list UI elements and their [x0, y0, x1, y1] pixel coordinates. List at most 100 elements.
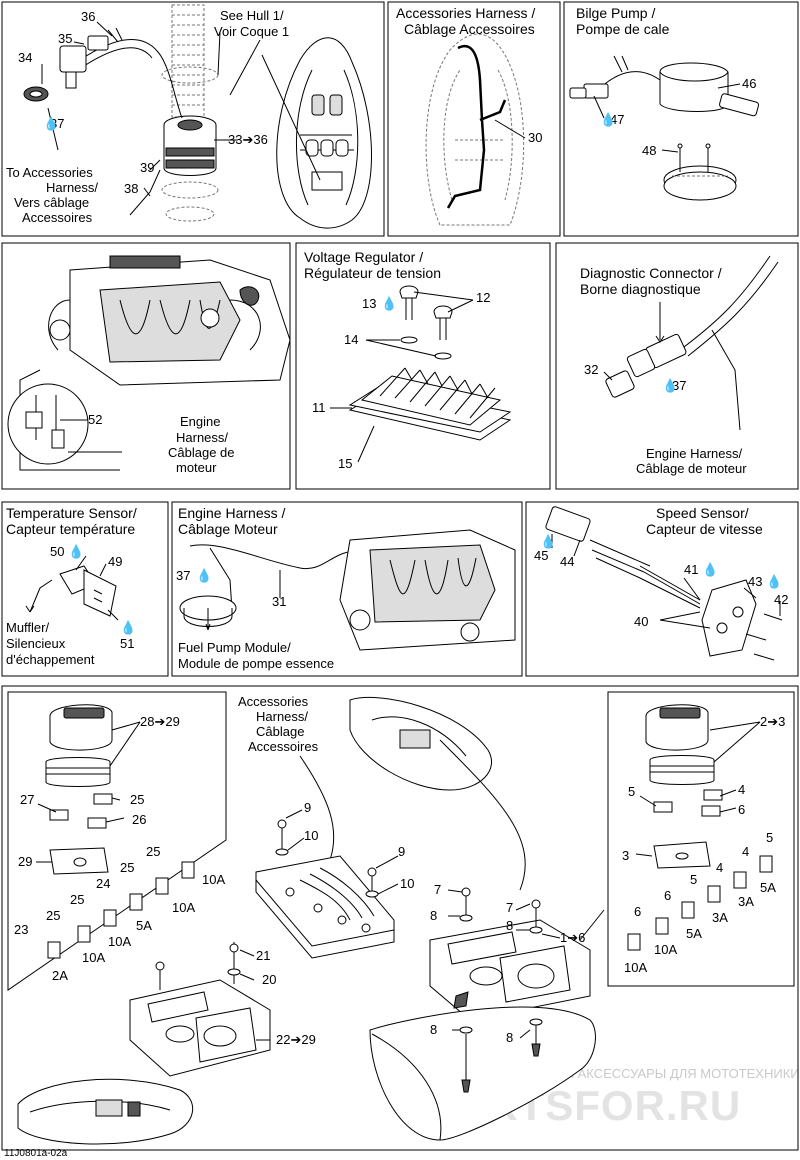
acc-title-line1: Accessories Harness /: [396, 5, 535, 21]
callout-8-b: 8: [506, 918, 513, 933]
callout-22-29: 22➔29: [276, 1032, 316, 1047]
vent-tube: [161, 4, 219, 222]
callout-52: 52: [88, 412, 102, 427]
callout-27: 27: [20, 792, 34, 807]
grease-icon: 💧: [702, 562, 718, 577]
panel-bilge-frame: [563, 1, 799, 237]
vent-pump: [163, 115, 217, 176]
panel-temp-frame: [1, 501, 169, 677]
amp-5a-left: 5A: [136, 918, 152, 933]
diag-label-line1: Engine Harness/: [646, 446, 742, 461]
panel-accessories-harness: Accessories Harness / Câblage Accessoire…: [387, 1, 561, 237]
callout-25-a: 25: [130, 792, 144, 807]
harness-title-line2: Câblage Moteur: [178, 521, 278, 537]
panel-diagnostic-frame: [555, 242, 799, 490]
panel-fuse-frame: [1, 685, 799, 1151]
callout-20: 20: [262, 972, 276, 987]
temp-title-line1: Temperature Sensor/: [6, 505, 137, 521]
callout-13: 13: [362, 296, 376, 311]
fuse-acc-line2: Harness/: [256, 709, 308, 724]
amp-10a-r1: 10A: [654, 942, 677, 957]
amp-5a-b: 5A: [686, 926, 702, 941]
callout-35: 35: [58, 31, 72, 46]
callout-21: 21: [256, 948, 270, 963]
panel-diagnostic: Diagnostic Connector / Borne diagnostiqu…: [555, 242, 799, 490]
callout-11: 11: [312, 400, 326, 415]
callout-3: 3: [622, 848, 629, 863]
panel-voltage-regulator: Voltage Regulator / Régulateur de tensio…: [295, 242, 551, 490]
callout-51: 51: [120, 636, 134, 651]
panel-engine-frame: [1, 242, 291, 490]
grease-icon: 💧: [120, 620, 136, 635]
diagram-code: 11J0801a-02a: [4, 1148, 68, 1159]
fuse-inset-left: [7, 691, 227, 991]
to-acc-line2: Harness/: [46, 180, 98, 195]
fuse-inset-right: [607, 691, 795, 987]
left-fuses: [47, 861, 195, 959]
callout-5-b: 5: [766, 830, 773, 845]
amp-3a-b: 3A: [712, 910, 728, 925]
fuse-acc-line3: Câblage: [256, 724, 304, 739]
callout-44: 44: [560, 554, 574, 569]
callout-9-a: 9: [304, 800, 311, 815]
callout-10-a: 10: [304, 828, 318, 843]
engine-label-line3: Câblage de: [168, 445, 235, 460]
callout-25-c: 25: [120, 860, 134, 875]
callout-7-b: 7: [506, 900, 513, 915]
to-acc-line4: Accessoires: [22, 210, 93, 225]
panel-temp-sensor: Temperature Sensor/ Capteur température …: [1, 501, 169, 677]
callout-42: 42: [774, 592, 788, 607]
terminal-strip: [255, 819, 395, 959]
panel-engine-harness: Engine Harness / Câblage Moteur 37 💧 31 …: [171, 501, 523, 677]
bilge-title-line2: Pompe de cale: [576, 21, 670, 37]
grease-icon: 💧: [600, 112, 616, 127]
callout-30: 30: [528, 130, 542, 145]
see-hull-line2: Voir Coque 1: [214, 24, 289, 39]
grease-icon: 💧: [662, 378, 678, 393]
engine-label-line1: Engine: [180, 414, 220, 429]
callout-23: 23: [14, 922, 28, 937]
callout-5-a: 5: [628, 784, 635, 799]
grease-icon: 💧: [196, 568, 212, 583]
callout-28-29: 28➔29: [140, 714, 180, 729]
amp-3a-a: 3A: [738, 894, 754, 909]
hull-connector: [23, 27, 183, 216]
acc-title-line2: Câblage Accessoires: [404, 21, 535, 37]
harness-title-line1: Engine Harness /: [178, 505, 286, 521]
callout-6-c: 6: [634, 904, 641, 919]
callout-8-c: 8: [430, 1022, 437, 1037]
amp-2a: 2A: [52, 968, 68, 983]
temp-label-line3: d'échappement: [6, 652, 95, 667]
panel-harness-frame: [171, 501, 523, 677]
callout-34: 34: [18, 50, 32, 65]
fuel-label-line1: Fuel Pump Module/: [178, 640, 291, 655]
bilge-title-line1: Bilge Pump /: [576, 5, 655, 21]
callout-2-3: 2➔3: [760, 714, 785, 729]
callout-12: 12: [476, 290, 490, 305]
panel-speed-frame: [525, 501, 799, 677]
callout-29: 29: [18, 854, 32, 869]
callout-7-a: 7: [434, 882, 441, 897]
callout-33-36: 33➔36: [228, 132, 268, 147]
callout-37-hull: 37: [50, 116, 64, 131]
amp-10a-4: 10A: [82, 950, 105, 965]
grease-icon: 💧: [68, 544, 84, 559]
diag-title-line1: Diagnostic Connector /: [580, 265, 722, 281]
callout-8-d: 8: [506, 1030, 513, 1045]
callout-24: 24: [96, 876, 110, 891]
callout-38: 38: [124, 181, 138, 196]
amp-10a-1: 10A: [202, 872, 225, 887]
callout-25-b: 25: [146, 844, 160, 859]
callout-15: 15: [338, 456, 352, 471]
callout-37-harness: 37: [176, 568, 190, 583]
to-acc-line3: Vers câblage: [14, 195, 89, 210]
right-fuses: [627, 855, 773, 951]
grease-icon: 💧: [43, 116, 59, 131]
vreg-title-line2: Régulateur de tension: [304, 265, 441, 281]
speed-title-line2: Capteur de vitesse: [646, 521, 763, 537]
temp-label-line2: Silencieux: [6, 636, 66, 651]
panel-engine-top: 52 Engine Harness/ Câblage de moteur: [1, 242, 291, 490]
vreg-title-line1: Voltage Regulator /: [304, 249, 423, 265]
callout-6-b: 6: [664, 888, 671, 903]
